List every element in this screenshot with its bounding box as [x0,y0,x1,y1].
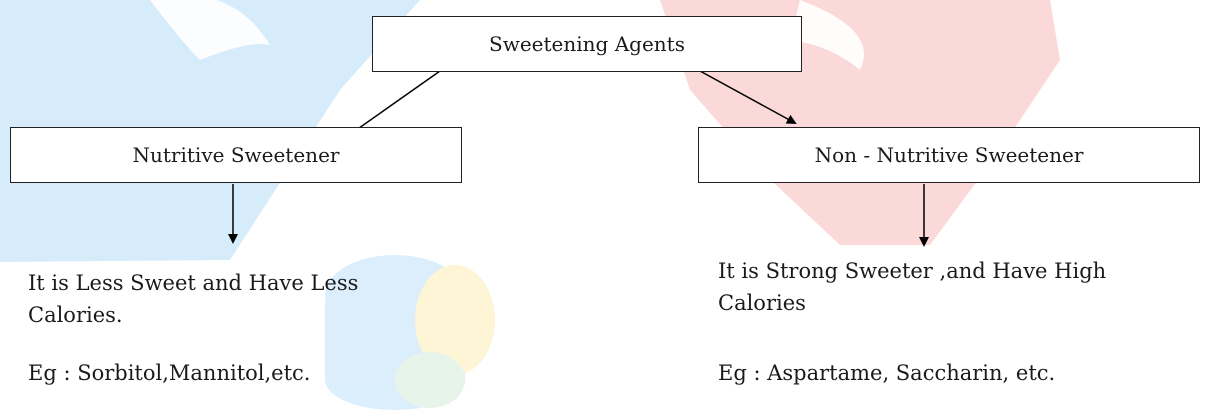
node-nutritive-label: Nutritive Sweetener [132,143,340,167]
root-node-label: Sweetening Agents [489,32,685,56]
nutritive-example: Eg : Sorbitol,Mannitol,etc. [28,361,311,385]
nutritive-description: It is Less Sweet and Have Less Calories. [28,271,359,327]
non-nutritive-description: It is Strong Sweeter ,and Have High Calo… [718,259,1107,315]
node-non-nutritive-sweetener: Non - Nutritive Sweetener [698,127,1200,183]
watermark-white-arc [150,0,270,60]
node-non-nutritive-label: Non - Nutritive Sweetener [814,143,1084,167]
watermark-pill-icon [325,255,495,410]
non-nutritive-example: Eg : Aspartame, Saccharin, etc. [718,361,1056,385]
node-nutritive-sweetener: Nutritive Sweetener [10,127,462,183]
watermark-white-arc [790,0,864,70]
arrow-root-to-right [699,70,797,124]
root-node-sweetening-agents: Sweetening Agents [372,16,802,72]
